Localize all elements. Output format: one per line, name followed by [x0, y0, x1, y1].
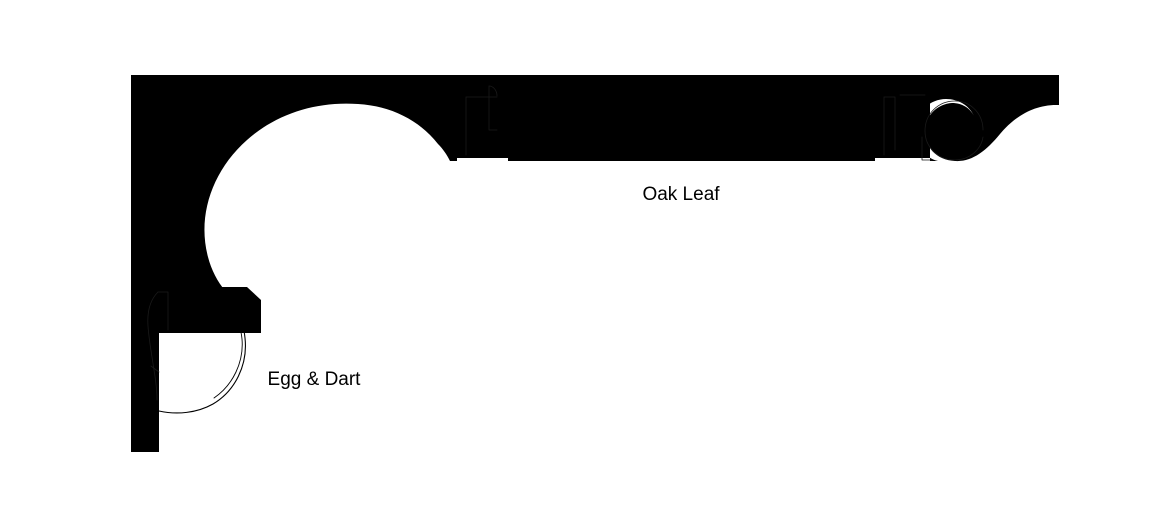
left-return-block [457, 95, 508, 158]
oak-leaf-label: Oak Leaf [642, 184, 720, 205]
volute-spiral-inner [921, 136, 933, 161]
bed-mould-return-shelf [131, 287, 261, 333]
egg-and-dart-label: Egg & Dart [268, 369, 362, 390]
dart-stem-line [147, 291, 159, 401]
egg-outline-inner-arc [204, 291, 243, 399]
egg-outline-arc [158, 289, 246, 414]
left-block-bead-tip [488, 85, 498, 97]
dart-notch-line [150, 365, 160, 373]
left-column-shaft [131, 75, 159, 452]
oak-leaf-lobe-marks [584, 149, 738, 154]
oak-leaf-scalloped-edge [527, 125, 856, 157]
volute-spiral-outer [924, 100, 984, 161]
dart-tip-line [157, 291, 169, 331]
left-block-bead-line [488, 85, 498, 131]
right-block-top-reveal-line [883, 96, 896, 151]
soffit-slab [508, 75, 875, 158]
